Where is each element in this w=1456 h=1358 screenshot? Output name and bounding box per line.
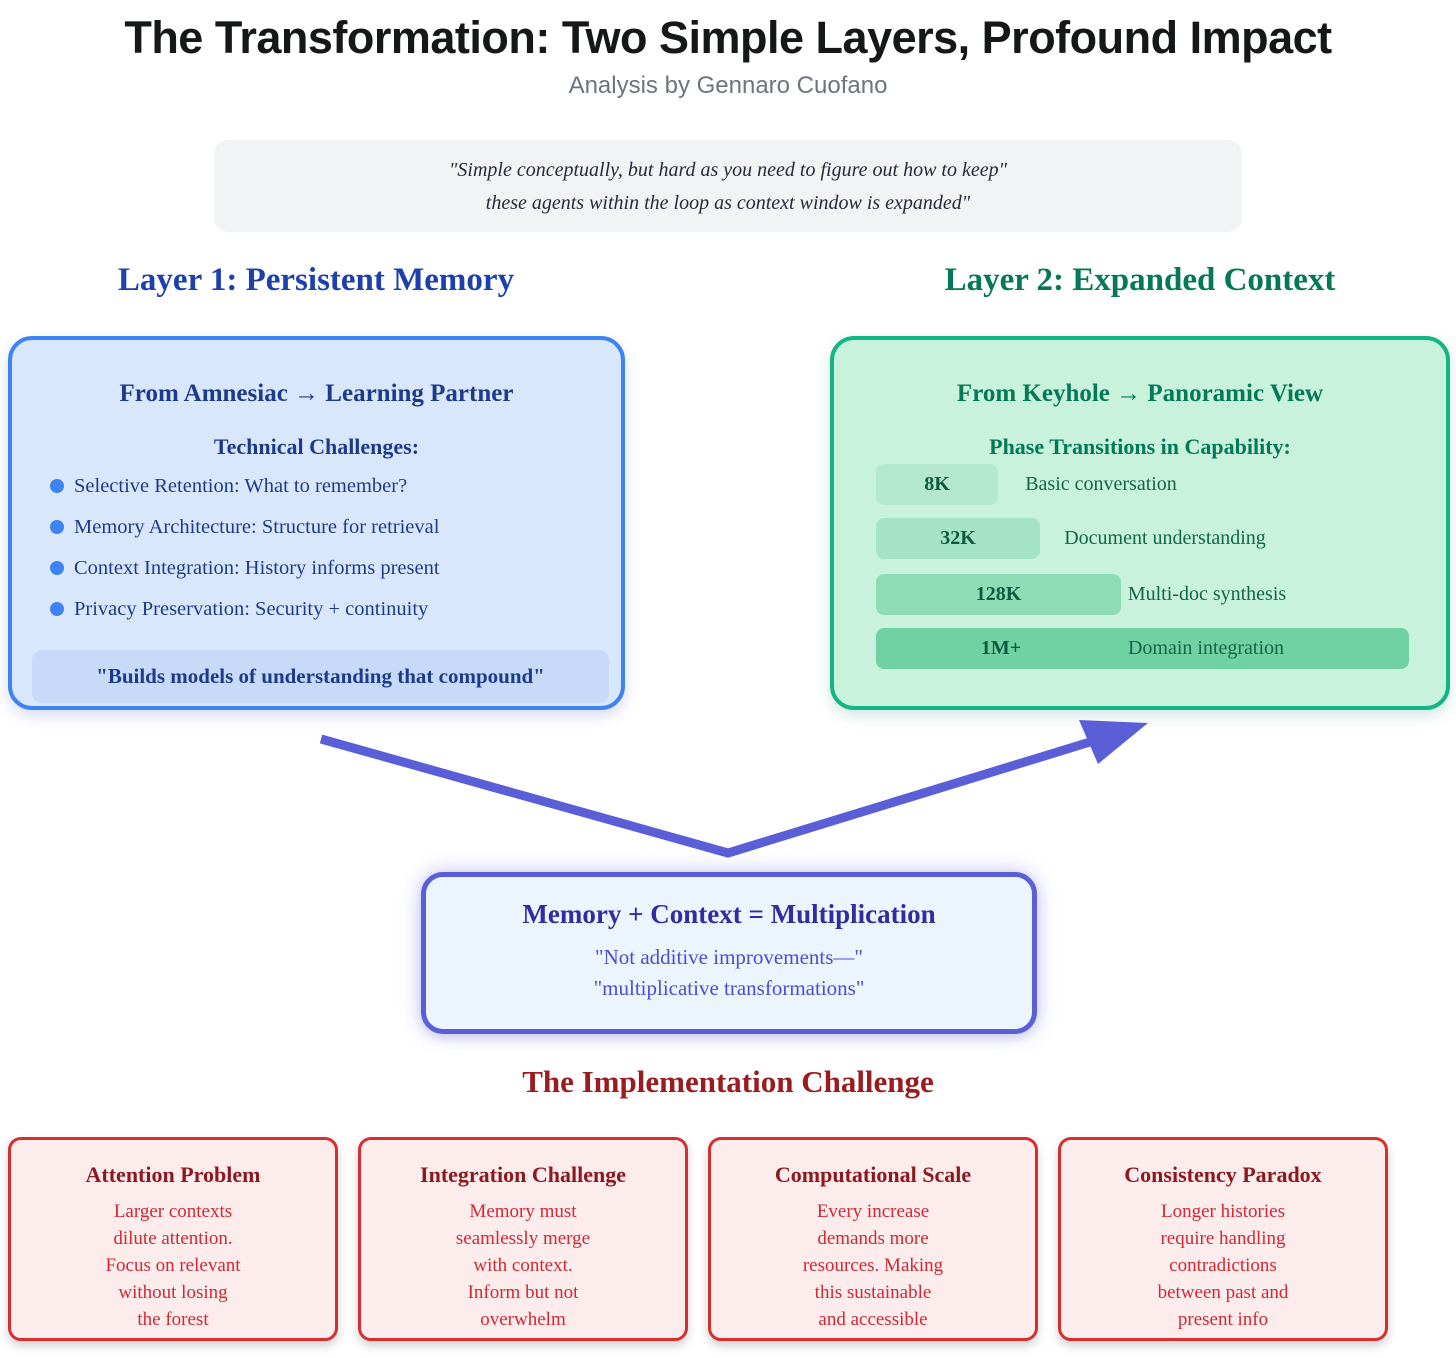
challenge-line: require handling xyxy=(1160,1228,1286,1249)
intro-quote-line-1: "Simple conceptually, but hard as you ne… xyxy=(449,159,1007,181)
bullet-dot-icon xyxy=(50,520,64,534)
challenge-line: with context. xyxy=(473,1255,573,1276)
multiplication-box: Memory + Context = Multiplication "Not a… xyxy=(421,872,1037,1034)
challenge-box-consistency: Consistency Paradox Longer histories req… xyxy=(1058,1137,1388,1341)
multiplication-quote-1: "Not additive improvements—" xyxy=(595,945,863,969)
context-bar-label: 1M+ xyxy=(980,637,1022,659)
intro-quote-box: "Simple conceptually, but hard as you ne… xyxy=(214,140,1242,232)
implementation-challenge-heading: The Implementation Challenge xyxy=(522,1064,934,1099)
challenge-line: Inform but not xyxy=(467,1282,579,1303)
intro-quote-line-2: these agents within the loop as context … xyxy=(485,192,971,214)
challenge-title: Integration Challenge xyxy=(420,1162,626,1187)
challenge-line: Every increase xyxy=(816,1201,930,1222)
context-bar-row-8k: 8K Basic conversation xyxy=(834,464,1446,505)
challenge-line: Larger contexts xyxy=(113,1201,233,1222)
challenge-box-computational: Computational Scale Every increase deman… xyxy=(708,1137,1038,1341)
challenge-line: contradictions xyxy=(1169,1255,1277,1276)
challenge-body: Larger contexts dilute attention. Focus … xyxy=(11,1198,335,1333)
context-bar-label: 128K xyxy=(975,583,1022,605)
challenge-body: Every increase demands more resources. M… xyxy=(711,1198,1035,1333)
context-bar-row-1m: 1M+ Domain integration xyxy=(834,628,1446,669)
challenge-line: the forest xyxy=(137,1309,209,1330)
context-bar-label: 8K xyxy=(924,473,950,495)
memory-bullet-text: Memory Architecture: Structure for retri… xyxy=(74,516,440,538)
page-subtitle: Analysis by Gennaro Cuofano xyxy=(568,72,888,99)
challenge-line: overwhelm xyxy=(480,1309,566,1330)
memory-bullet-text: Selective Retention: What to remember? xyxy=(74,475,408,497)
challenge-body: Longer histories require handling contra… xyxy=(1061,1198,1385,1333)
context-bar-description: Basic conversation xyxy=(1025,473,1177,495)
challenge-title: Computational Scale xyxy=(774,1162,972,1187)
challenge-line: seamlessly merge xyxy=(455,1228,591,1249)
challenge-line: present info xyxy=(1177,1309,1269,1330)
expanded-context-box: From Keyhole → Panoramic View Phase Tran… xyxy=(830,336,1450,710)
layer1-heading: Layer 1: Persistent Memory xyxy=(117,262,515,298)
layer2-heading: Layer 2: Expanded Context xyxy=(944,262,1336,298)
context-bar-8k xyxy=(876,464,998,505)
bullet-dot-icon xyxy=(50,561,64,575)
persistent-memory-box: From Amnesiac → Learning Partner Technic… xyxy=(8,336,625,710)
memory-bullet-row: Privacy Preservation: Security + continu… xyxy=(50,596,605,622)
challenge-line: Memory must xyxy=(469,1201,577,1222)
challenge-body: Memory must seamlessly merge with contex… xyxy=(361,1198,685,1333)
context-bar-description: Document understanding xyxy=(1064,527,1266,549)
challenge-line: demands more xyxy=(817,1228,929,1249)
challenge-line: Longer histories xyxy=(1160,1201,1285,1222)
challenge-title: Attention Problem xyxy=(85,1162,261,1187)
context-bar-row-128k: 128K Multi-doc synthesis xyxy=(834,574,1446,615)
multiplication-title: Memory + Context = Multiplication xyxy=(522,899,936,929)
context-from-line: From Keyhole → Panoramic View xyxy=(956,380,1324,407)
memory-quote-banner: "Builds models of understanding that com… xyxy=(32,650,609,703)
context-bar-description: Domain integration xyxy=(1127,637,1285,659)
memory-bullet-text: Privacy Preservation: Security + continu… xyxy=(74,598,429,620)
memory-bullet-text: Context Integration: History informs pre… xyxy=(74,557,440,579)
challenge-line: without losing xyxy=(118,1282,228,1303)
challenge-line: this sustainable xyxy=(814,1282,932,1303)
context-bar-1m xyxy=(876,628,1409,669)
context-bar-description: Multi-doc synthesis xyxy=(1127,583,1287,605)
memory-from-line: From Amnesiac → Learning Partner xyxy=(119,380,514,407)
challenge-line: between past and xyxy=(1157,1282,1289,1303)
challenge-title: Consistency Paradox xyxy=(1124,1162,1322,1187)
bullet-dot-icon xyxy=(50,602,64,616)
challenge-line: resources. Making xyxy=(802,1255,944,1276)
bullet-dot-icon xyxy=(50,479,64,493)
memory-bullet-row: Selective Retention: What to remember? xyxy=(50,473,605,499)
page-title: The Transformation: Two Simple Layers, P… xyxy=(124,12,1332,63)
challenge-line: dilute attention. xyxy=(113,1228,233,1249)
context-section-heading: Phase Transitions in Capability: xyxy=(989,434,1291,459)
memory-bullet-row: Memory Architecture: Structure for retri… xyxy=(50,514,605,540)
challenge-line: and accessible xyxy=(818,1309,928,1330)
context-bar-label: 32K xyxy=(940,527,976,549)
context-bar-row-32k: 32K Document understanding xyxy=(834,518,1446,559)
challenge-box-integration: Integration Challenge Memory must seamle… xyxy=(358,1137,688,1341)
challenge-box-attention: Attention Problem Larger contexts dilute… xyxy=(8,1137,338,1341)
multiplication-quote-2: "multiplicative transformations" xyxy=(593,976,865,1000)
context-bar-32k xyxy=(876,518,1040,559)
memory-bullet-row: Context Integration: History informs pre… xyxy=(50,555,605,581)
challenge-line: Focus on relevant xyxy=(105,1255,241,1276)
memory-section-heading: Technical Challenges: xyxy=(213,434,420,459)
context-bar-128k xyxy=(876,574,1121,615)
